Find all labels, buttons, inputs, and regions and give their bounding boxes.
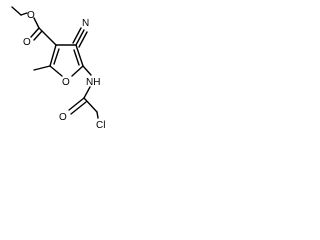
atom-cl: Cl bbox=[96, 120, 105, 131]
atom-o-carbonyl-ester: O bbox=[23, 37, 31, 48]
atom-n-nitrile: N bbox=[82, 18, 89, 29]
bond-o-ester-carbon bbox=[33, 17, 40, 29]
atom-o-carbonyl-amide: O bbox=[59, 112, 67, 123]
bond-ring-c4-c5 bbox=[75, 44, 84, 67]
bond-ring-c4-c5-inner bbox=[73, 49, 80, 66]
bond-amide-ch2 bbox=[83, 97, 98, 113]
bond-amide-co-2 bbox=[70, 101, 87, 115]
atom-o-ester: O bbox=[27, 10, 35, 21]
bond-ring-c2-c3 bbox=[49, 44, 57, 67]
bond-ch2-cl bbox=[96, 111, 99, 119]
atom-o-ring: O bbox=[62, 77, 70, 88]
atom-nh-amide: NH bbox=[86, 77, 100, 88]
bond-ester-co-1 bbox=[30, 27, 40, 38]
bond-ester-co-2 bbox=[33, 30, 43, 41]
bond-ring-c2-c3-inner bbox=[53, 48, 60, 65]
bond-ethyl-ch2-o bbox=[20, 12, 28, 16]
molecule-structure: O O N O NH O Cl bbox=[11, 6, 105, 131]
bond-ethyl-ch3-ch2 bbox=[11, 6, 22, 16]
bond-nitrile-3 bbox=[72, 27, 82, 44]
bond-nh-amide-c bbox=[83, 86, 91, 99]
bond-nitrile-2 bbox=[78, 31, 88, 48]
bond-ring-c5-o bbox=[71, 65, 84, 77]
bond-methyl bbox=[33, 65, 51, 71]
bond-c5-nh bbox=[82, 65, 92, 76]
bond-amide-co-1 bbox=[68, 97, 85, 111]
bond-nitrile-1 bbox=[75, 29, 85, 46]
bond-ester-ring bbox=[38, 27, 57, 46]
bond-ring-o-c2 bbox=[49, 65, 63, 77]
